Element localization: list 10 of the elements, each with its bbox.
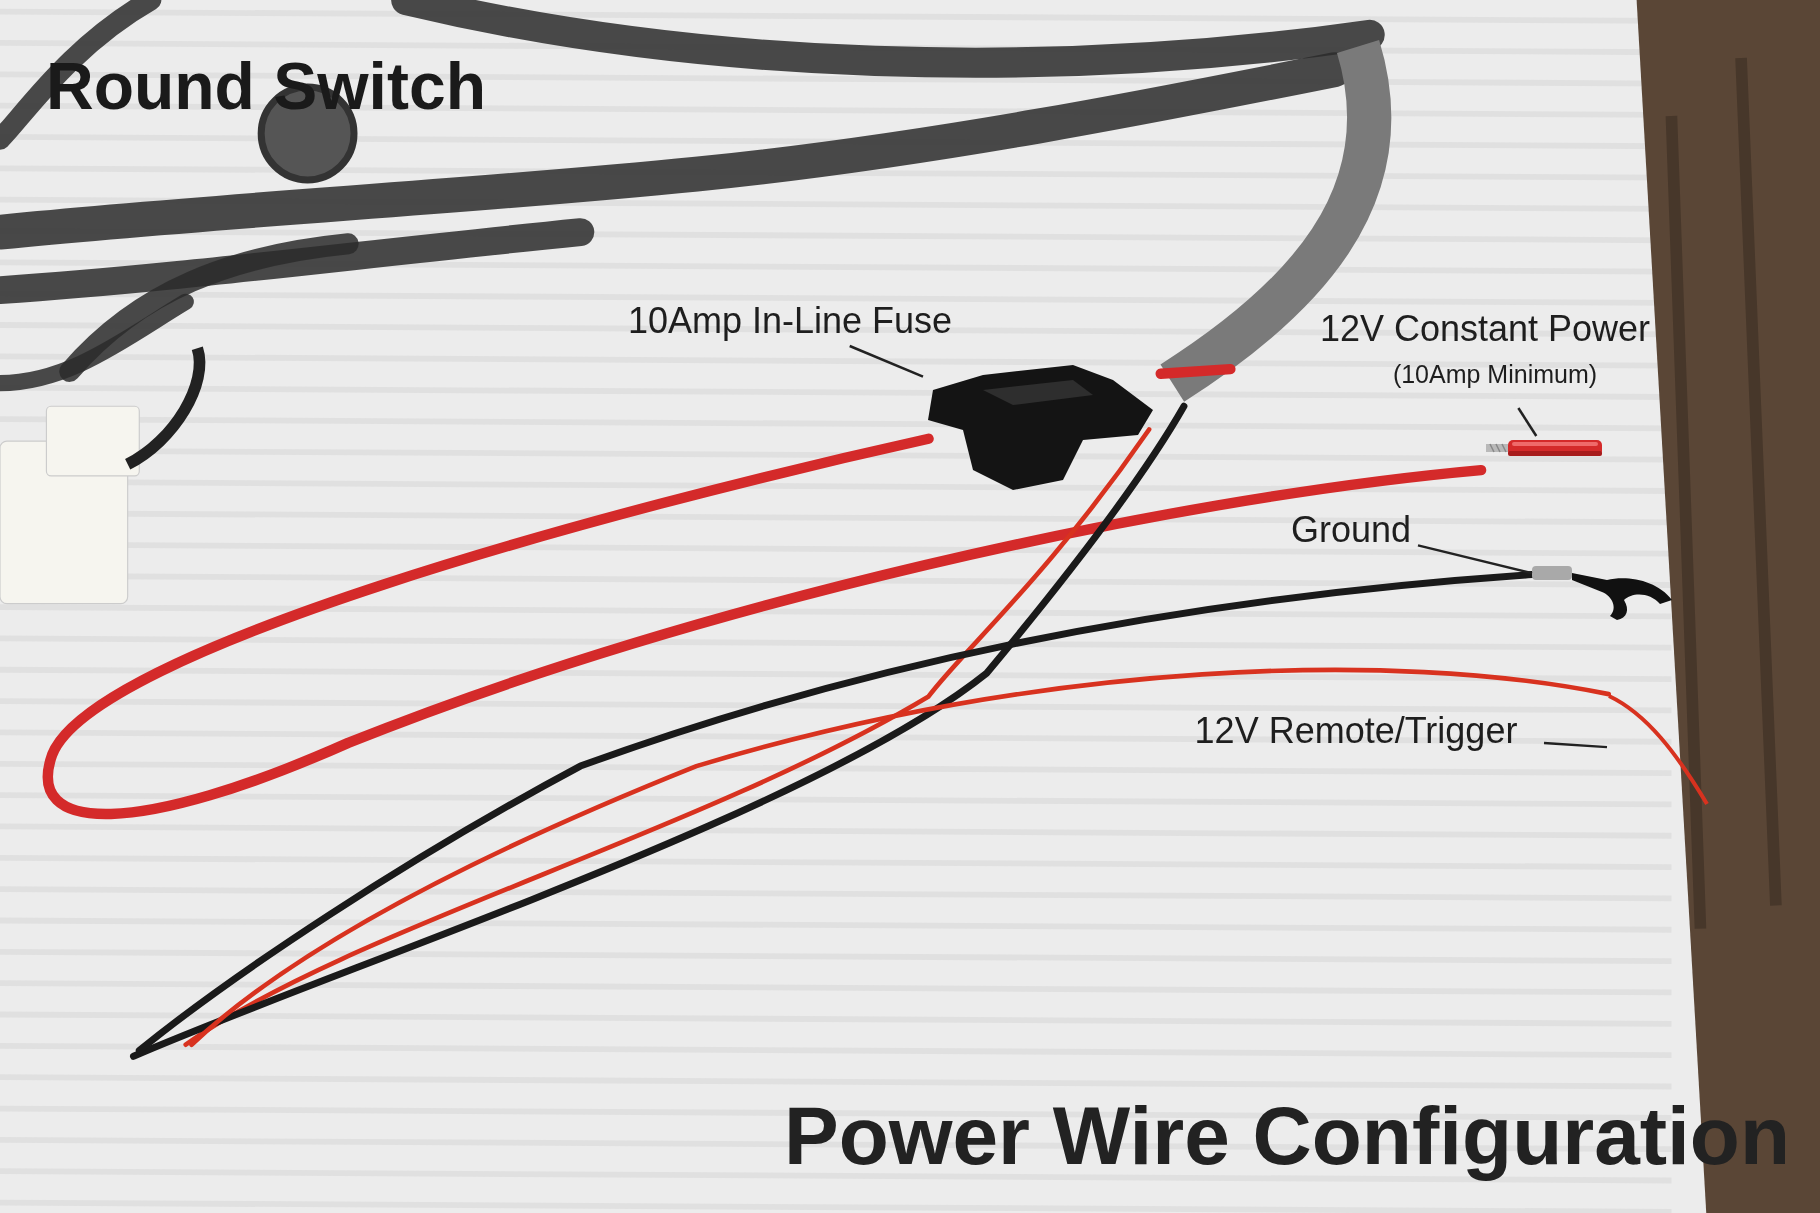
title: Round Switch: [46, 48, 486, 124]
part-label: 10Amp In-Line Fuse: [605, 296, 975, 346]
leader-line: [1417, 544, 1533, 575]
part-note: (10Amp Minimum): [1391, 359, 1598, 390]
leader-line: [1517, 407, 1538, 437]
part-label: 12V Constant Power: [1319, 307, 1651, 351]
leader-line: [849, 344, 924, 378]
part-label: Ground: [1284, 505, 1418, 553]
part-label: 12V Remote/Trigger: [1168, 706, 1544, 756]
leader-line: [1543, 741, 1608, 749]
